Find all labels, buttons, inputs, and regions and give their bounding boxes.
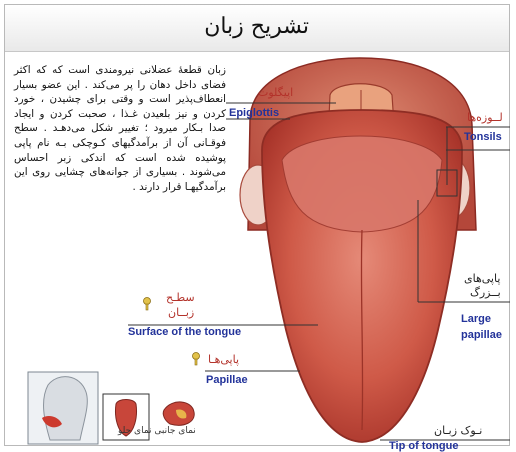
- thumbnail-caption: نمای جانبی نمای جلو: [118, 426, 196, 436]
